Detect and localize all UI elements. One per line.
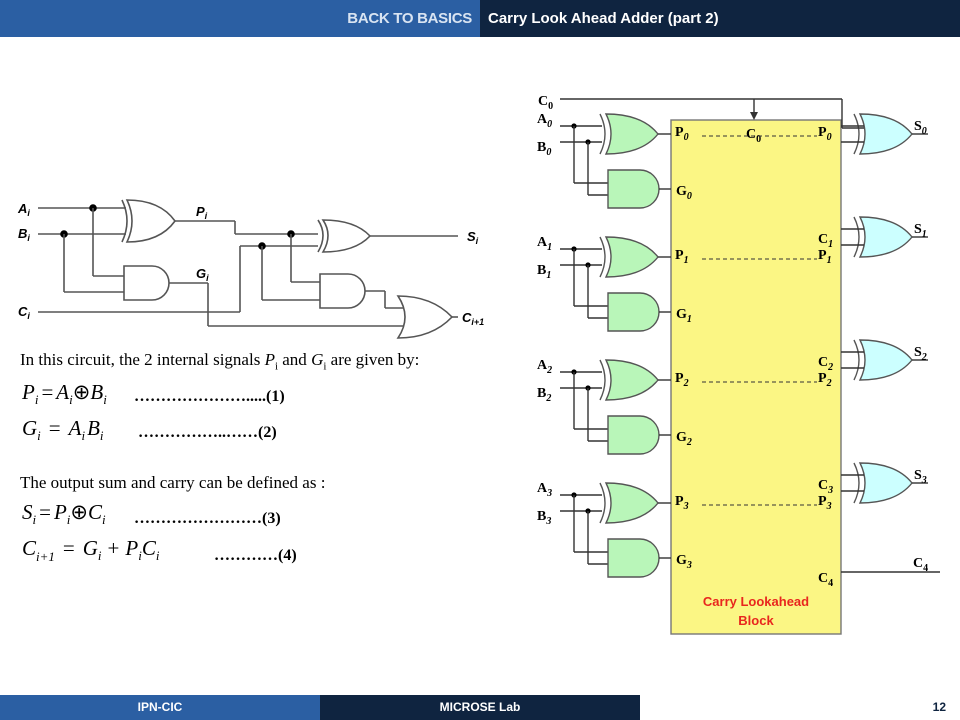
intro-text: In this circuit, the 2 internal signals … [20, 350, 420, 373]
label-p: Pi [196, 204, 208, 221]
header-section-bg [0, 0, 480, 37]
full-adder-diagram: Ai Bi Ci Pi Gi Si Ci+1 [17, 199, 484, 339]
eq3: Si=Pi⊕Ci [22, 500, 106, 527]
eq1-dots: ………………….....(1) [134, 388, 285, 405]
a-input-label: A3 [537, 481, 552, 499]
eq3-dots: ……………………(3) [134, 510, 281, 527]
footer-center: MICROSE Lab [320, 695, 640, 720]
carry-lookahead-block [670, 119, 842, 635]
eq4-dots: …………(4) [214, 547, 297, 564]
c4-block-label: C4 [818, 571, 833, 589]
sum-xor-gate [858, 339, 913, 381]
a-input-label: A1 [537, 235, 552, 253]
footer-page-number: 12 [640, 695, 960, 720]
b-input-label: B3 [537, 509, 551, 527]
xor-gate [604, 113, 659, 155]
s-output-label: S3 [914, 468, 927, 486]
block-label-line2: Block [738, 613, 774, 628]
block-label-line1: Carry Lookahead [703, 594, 809, 609]
label-c: Ci [18, 304, 30, 321]
footer-left: IPN-CIC [0, 695, 320, 720]
s-output-label: S1 [914, 222, 927, 240]
sum-xor-gate [858, 113, 913, 155]
and-gate [607, 538, 660, 578]
g-block-label: G0 [676, 184, 692, 202]
a-input-label: A2 [537, 358, 552, 376]
b-input-label: B2 [537, 386, 551, 404]
label-g: Gi [196, 266, 209, 283]
sum-xor-gate [858, 462, 913, 504]
and-gate [607, 292, 660, 332]
g-block-label: G3 [676, 553, 692, 571]
p-block-label-right: P0 [818, 125, 832, 143]
xor-gate [604, 359, 659, 401]
s-output-label: S0 [914, 119, 927, 137]
p-block-label: P1 [675, 248, 689, 266]
footer: IPN-CIC MICROSE Lab 12 [0, 695, 960, 720]
s-output-label: S2 [914, 345, 927, 363]
c0-block-label: C0 [746, 127, 761, 145]
eq2-dots: ……………..……(2) [138, 424, 277, 441]
xor-gate [604, 482, 659, 524]
c0-input-label: C0 [538, 94, 553, 112]
carry-block-label: C3 [818, 478, 833, 496]
g-block-label: G2 [676, 430, 692, 448]
p-block-label-right: P3 [818, 494, 832, 512]
g-block-label: G1 [676, 307, 692, 325]
and-gate [607, 415, 660, 455]
carry-block-label: C1 [818, 232, 833, 250]
eq4: Ci+1=Gi+PiCi [22, 536, 160, 564]
slide-title: Carry Look Ahead Adder (part 2) [488, 10, 719, 27]
p-block-label: P3 [675, 494, 689, 512]
b-input-label: B1 [537, 263, 551, 281]
p-block-label: P0 [675, 125, 689, 143]
p-block-label-right: P2 [818, 371, 832, 389]
equations-pg: Pi=Ai⊕Bi ………………….....(1) Gi=AiBi ……………..… [21, 380, 285, 443]
tap-dot [585, 262, 591, 268]
xor-gate [604, 236, 659, 278]
and-gate [607, 169, 660, 209]
a-input-label: A0 [537, 112, 552, 130]
c4-output-label: C4 [913, 556, 928, 574]
eq1: Pi=Ai⊕Bi [21, 380, 107, 407]
label-a: Ai [17, 201, 30, 218]
p-block-label: P2 [675, 371, 689, 389]
label-b: Bi [18, 226, 30, 243]
eq2: Gi=AiBi [22, 416, 104, 443]
b-input-label: B0 [537, 140, 551, 158]
sum-xor-gate [858, 216, 913, 258]
carry-block-label: C2 [818, 355, 833, 373]
label-c-next: Ci+1 [462, 310, 484, 327]
output-text: The output sum and carry can be defined … [20, 473, 326, 492]
section-title: BACK TO BASICS [347, 10, 472, 27]
equations-sc: Si=Pi⊕Ci ……………………(3) Ci+1=Gi+PiCi …………(4… [22, 500, 297, 564]
label-s: Si [467, 229, 479, 246]
p-block-label-right: P1 [818, 248, 832, 266]
